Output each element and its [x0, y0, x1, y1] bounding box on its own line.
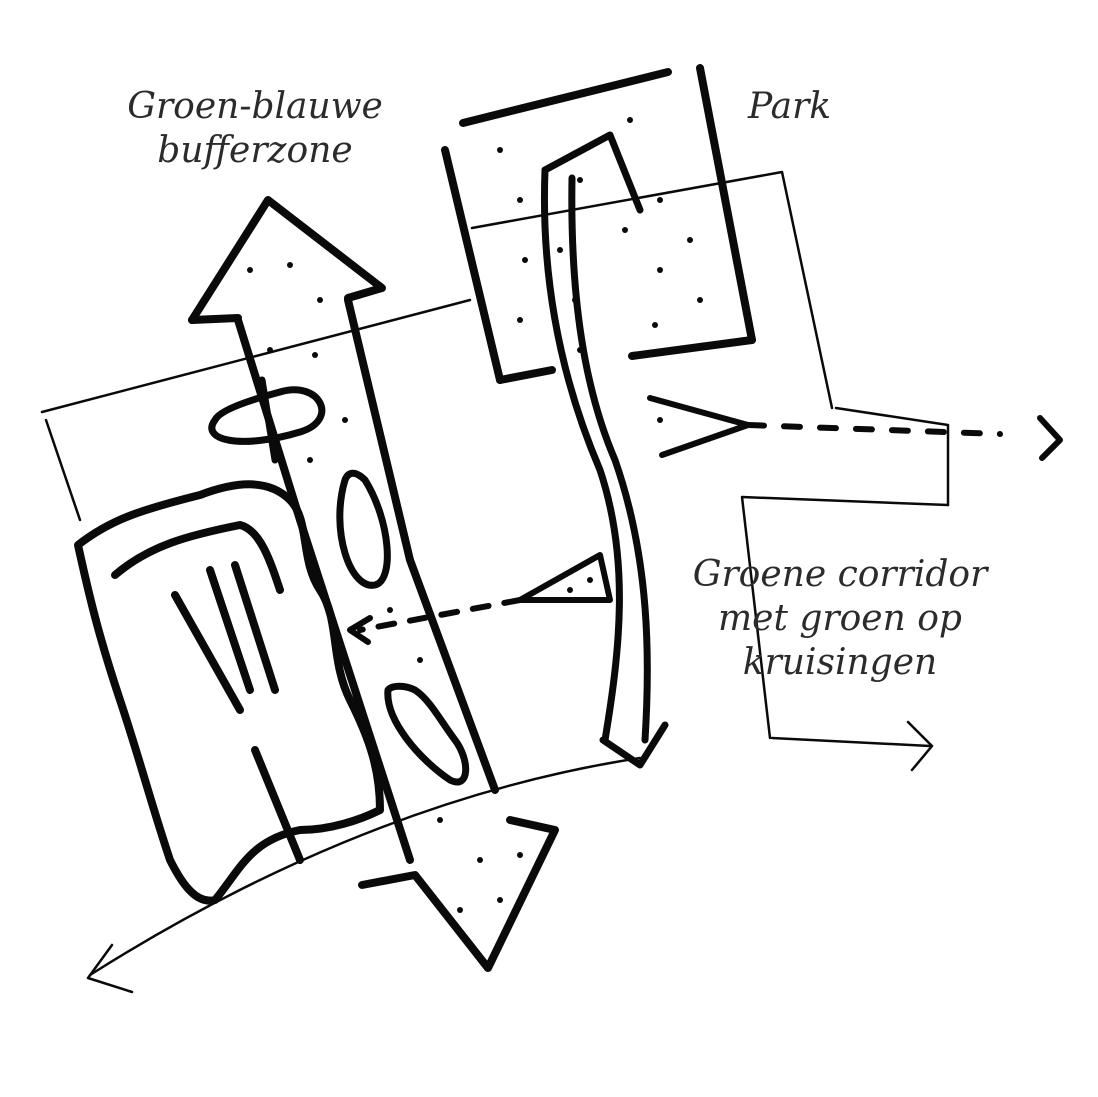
water-block: [74, 480, 384, 905]
park-block: [441, 64, 756, 384]
connectors: [347, 395, 1063, 645]
buffer-zone-label-line2: bufferzone: [157, 130, 353, 171]
green-corridor: [540, 131, 669, 769]
corridor-label-line2: met groen op: [718, 598, 962, 639]
park-label: Park: [748, 86, 832, 127]
corridor-label-line1: Groene corridor: [692, 554, 988, 595]
corridor-label: Groene corridor met groen op kruisingen: [690, 553, 990, 685]
buffer-zone-label-line1: Groen-blauwe: [127, 86, 383, 127]
buffer-loops: [208, 376, 470, 786]
stipple-dots: [247, 117, 703, 913]
corridor-label-line3: kruisingen: [742, 642, 938, 683]
buffer-zone-label: Groen-blauwe bufferzone: [120, 85, 390, 173]
curved-road: [86, 756, 642, 994]
